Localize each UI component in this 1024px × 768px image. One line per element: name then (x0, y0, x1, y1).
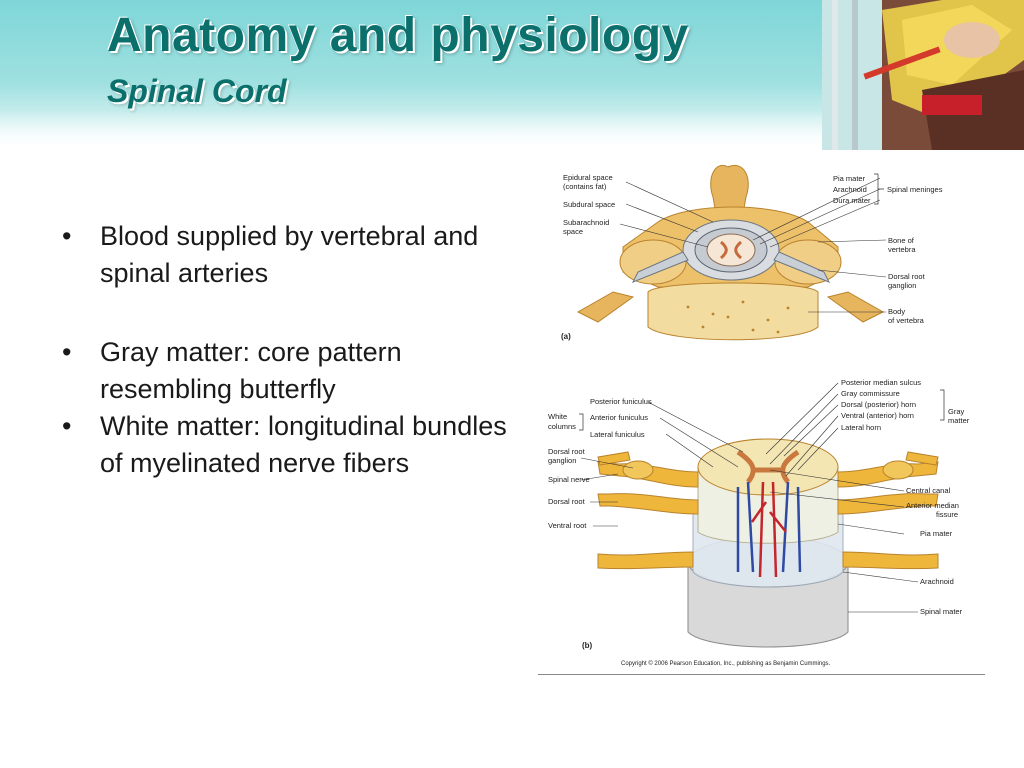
panel-b-label: (b) (582, 641, 593, 650)
vertebra-cross-section-illustration (576, 164, 885, 341)
label-central-canal: Central canal (906, 486, 951, 495)
spinal-cord-figure: Epidural space (contains fat) Subdural s… (548, 164, 970, 667)
label-columns: columns (548, 422, 576, 431)
label-dura-mater: Dura mater (833, 196, 871, 205)
label-matter: matter (948, 416, 970, 425)
label-anterior-median: Anterior median (906, 501, 959, 510)
stretcher-photo (822, 0, 1024, 150)
copyright-notice: Copyright © 2006 Pearson Education, Inc.… (621, 660, 831, 667)
label-fissure: fissure (936, 510, 958, 519)
label-dorsal-root-ganglion-2: ganglion (548, 456, 576, 465)
label-dorsal-root-a: Dorsal root (888, 272, 926, 281)
bullet-item: Gray matter: core pattern resembling but… (58, 334, 533, 408)
spinal-cord-segment-illustration (597, 438, 939, 648)
label-bone-of: Bone of (888, 236, 915, 245)
figure-b-leader-lines (580, 382, 919, 613)
label-posterior-funiculus: Posterior funiculus (590, 397, 652, 406)
label-spinal-nerve: Spinal nerve (548, 475, 590, 484)
label-arachnoid-a: Arachnoid (833, 185, 867, 194)
slide-title: Anatomy and physiology (107, 9, 689, 62)
bullet-list: Blood supplied by vertebral and spinal a… (58, 218, 533, 482)
label-arachnoid-b: Arachnoid (920, 577, 954, 586)
label-lateral-funiculus: Lateral funiculus (590, 430, 645, 439)
label-anterior-funiculus: Anterior funiculus (590, 413, 648, 422)
label-gray-commissure: Gray commissure (841, 389, 900, 398)
label-lateral-horn: Lateral horn (841, 423, 881, 432)
label-dorsal-horn: Dorsal (posterior) horn (841, 400, 916, 409)
label-epidural-space: Epidural space (563, 173, 613, 182)
label-of-vertebra: of vertebra (888, 316, 925, 325)
figure-divider (538, 674, 985, 675)
label-pia-mater-b: Pia mater (920, 529, 953, 538)
label-ventral-horn: Ventral (anterior) horn (841, 411, 914, 420)
figure-a-leader-lines (619, 177, 887, 313)
label-dorsal-root-ganglion-1: Dorsal root (548, 447, 586, 456)
label-subarachnoid-space: space (563, 227, 583, 236)
label-white: White (548, 412, 567, 421)
bullet-item: White matter: longitudinal bundles of my… (58, 408, 533, 482)
label-contains-fat: (contains fat) (563, 182, 607, 191)
label-posterior-median-sulcus: Posterior median sulcus (841, 378, 921, 387)
panel-a-label: (a) (561, 332, 571, 341)
label-ganglion-a: ganglion (888, 281, 916, 290)
label-dorsal-root-b: Dorsal root (548, 497, 586, 506)
label-subarachnoid: Subarachnoid (563, 218, 609, 227)
bullet-item: Blood supplied by vertebral and spinal a… (58, 218, 533, 292)
label-pia-mater-a: Pia mater (833, 174, 866, 183)
label-spinal-meninges: Spinal meninges (887, 185, 943, 194)
label-gray: Gray (948, 407, 965, 416)
label-ventral-root: Ventral root (548, 521, 587, 530)
label-body: Body (888, 307, 905, 316)
label-vertebra: vertebra (888, 245, 916, 254)
label-subdural-space: Subdural space (563, 200, 615, 209)
slide-subtitle: Spinal Cord (107, 73, 287, 109)
label-spinal-mater: Spinal mater (920, 607, 963, 616)
